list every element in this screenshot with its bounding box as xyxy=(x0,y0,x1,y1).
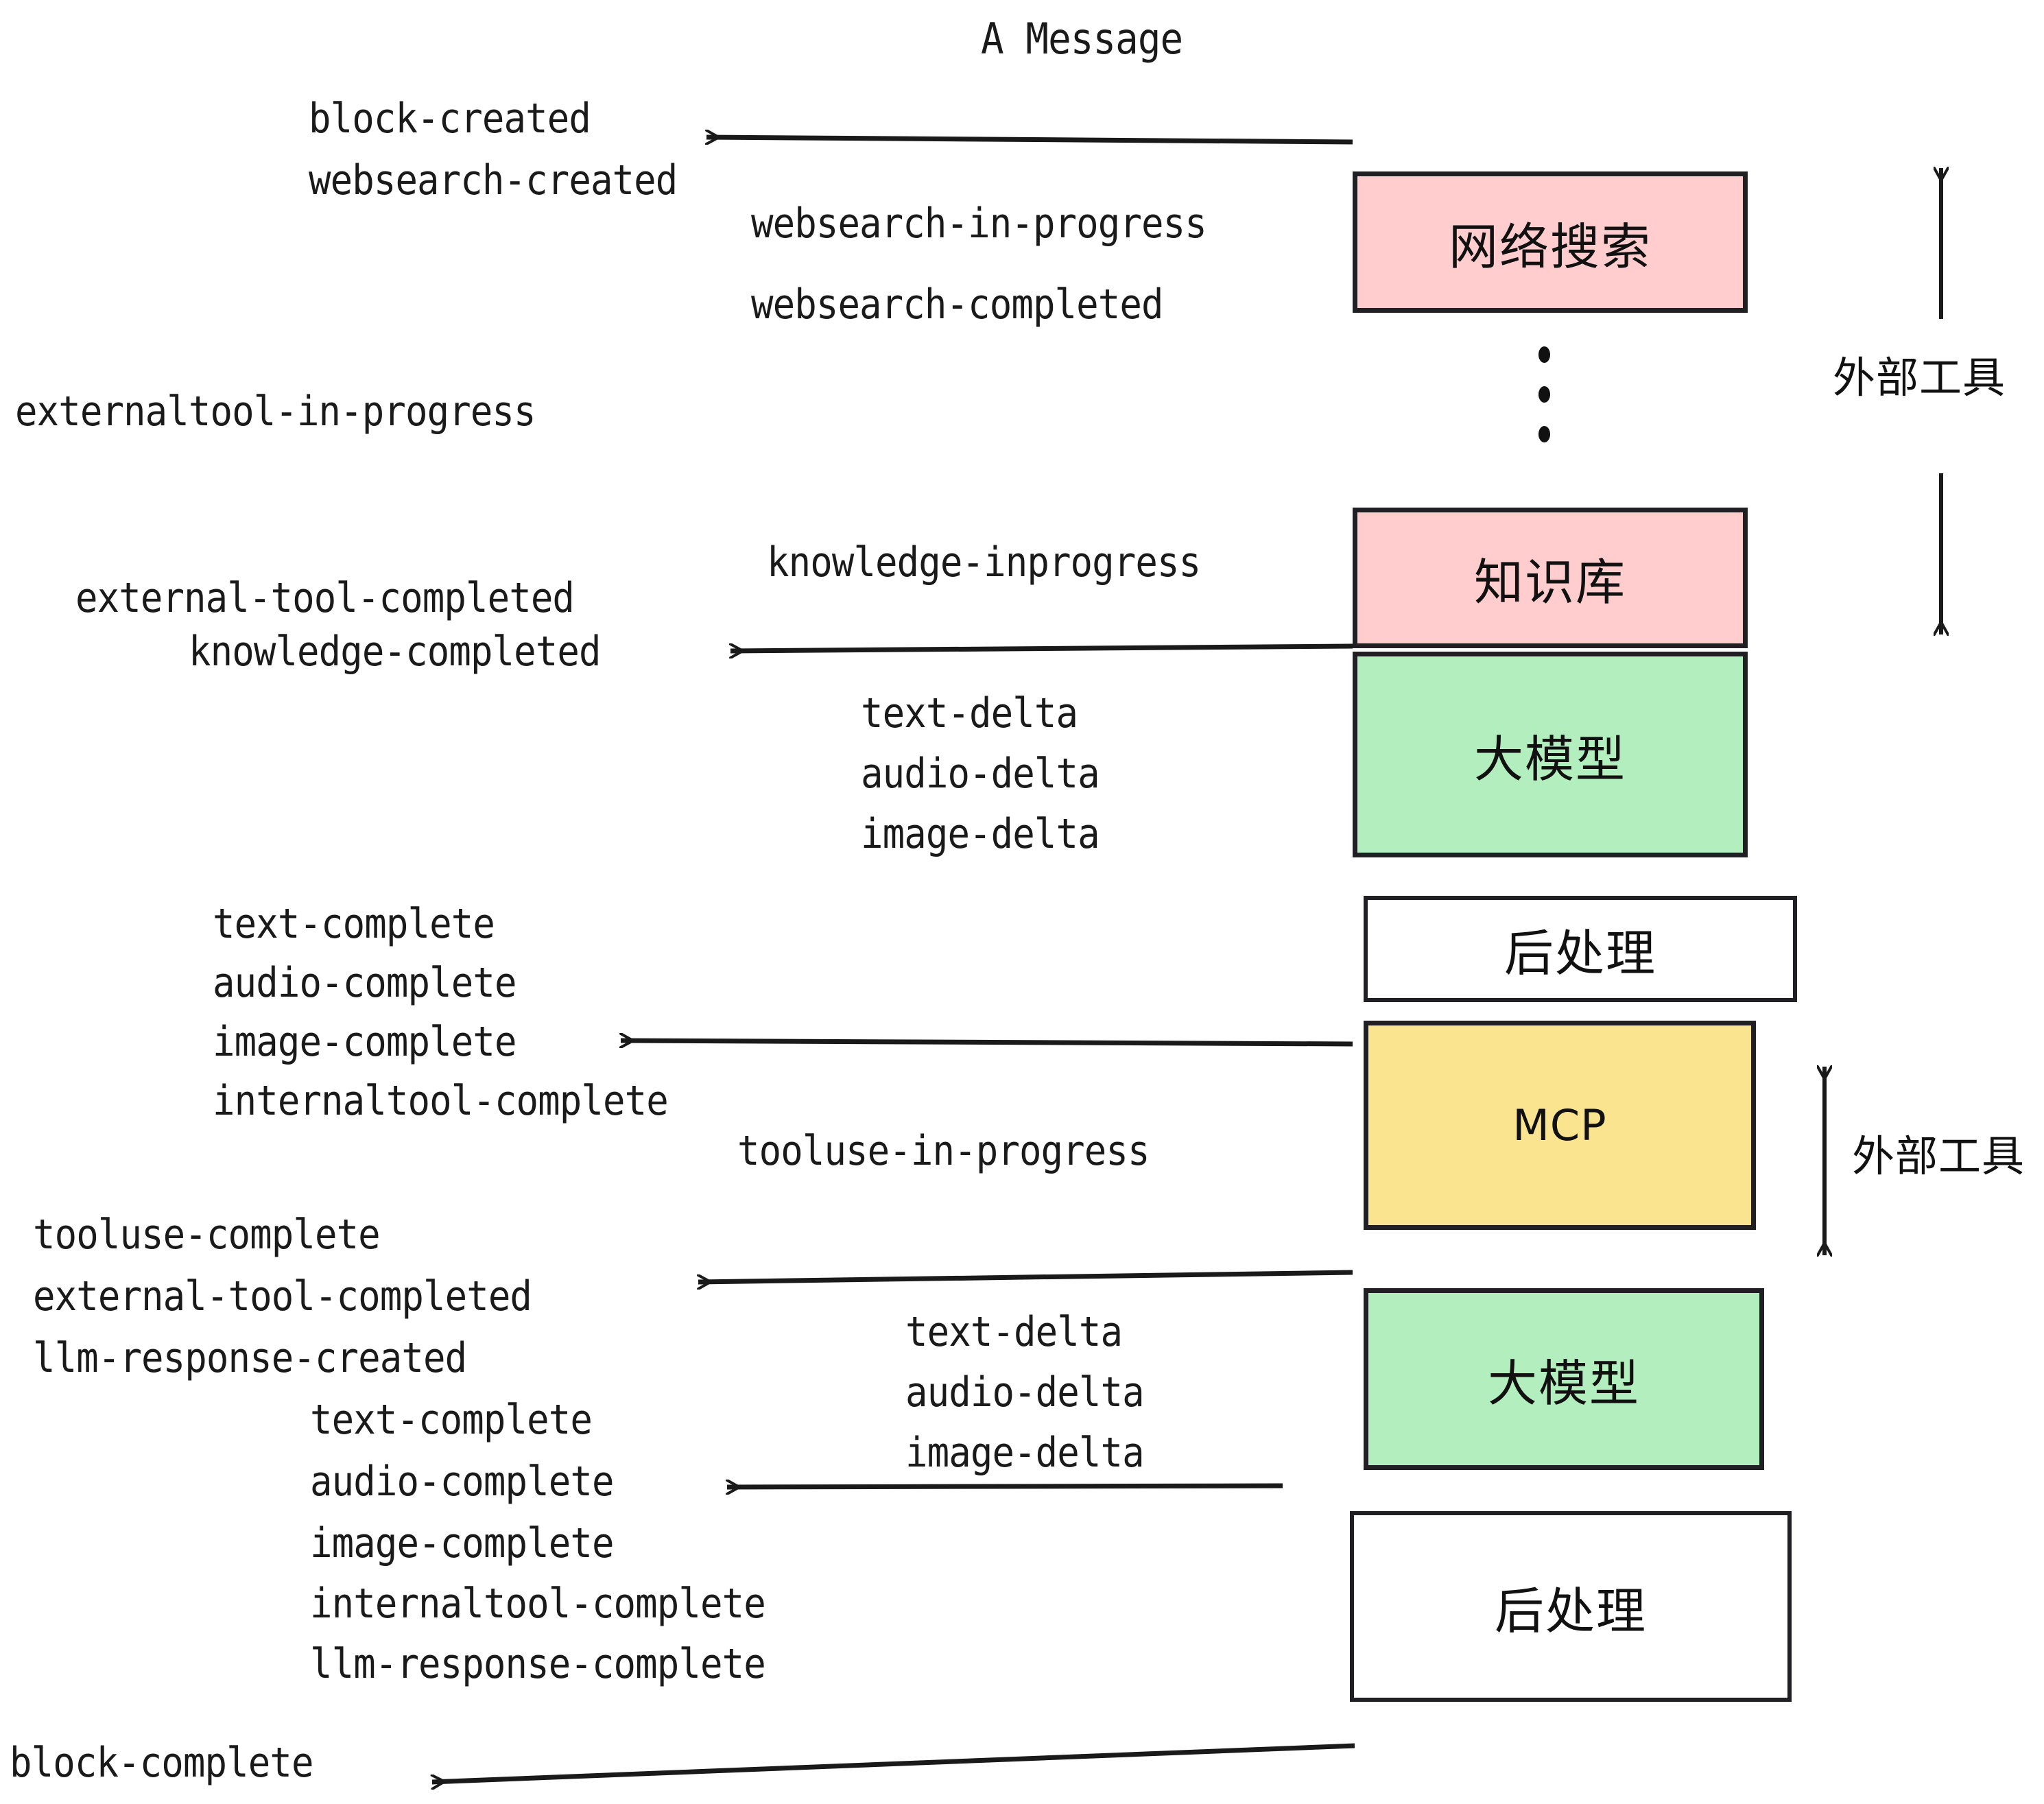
event-audio-complete-1: audio-complete xyxy=(213,959,516,1007)
event-externaltool-in-progress: externaltool-in-progress xyxy=(15,388,536,436)
node-knowledge: 知识库 xyxy=(1353,508,1748,648)
node-llm-2: 大模型 xyxy=(1364,1288,1764,1470)
node-postprocess-1-label: 后处理 xyxy=(1504,925,1656,982)
event-audio-delta-2: audio-delta xyxy=(905,1368,1145,1416)
event-image-delta-1: image-delta xyxy=(861,810,1100,858)
arrow-knowledge-to-completed xyxy=(730,646,1353,651)
node-knowledge-label: 知识库 xyxy=(1473,554,1626,611)
event-llm-response-complete: llm-response-complete xyxy=(310,1640,766,1688)
event-websearch-completed: websearch-completed xyxy=(751,281,1164,329)
arrow-mcp-to-tooluse-complete xyxy=(698,1270,1353,1282)
event-audio-complete-2: audio-complete xyxy=(310,1458,614,1506)
event-tooluse-complete: tooluse-complete xyxy=(33,1211,381,1259)
vertical-ellipsis xyxy=(1538,346,1550,442)
node-llm-2-label: 大模型 xyxy=(1487,1355,1640,1412)
event-internaltool-complete-2: internaltool-complete xyxy=(310,1580,766,1628)
node-mcp-label: MCP xyxy=(1512,1100,1607,1150)
event-audio-delta-1: audio-delta xyxy=(861,750,1100,798)
bracket-label-external-tool-top: 外部工具 xyxy=(1833,353,2006,403)
event-image-complete-2: image-complete xyxy=(310,1519,614,1567)
event-text-delta-2: text-delta xyxy=(905,1308,1123,1356)
node-mcp: MCP xyxy=(1364,1021,1756,1230)
event-block-complete: block-complete xyxy=(10,1739,313,1787)
event-image-delta-2: image-delta xyxy=(905,1429,1145,1477)
arrow-postprocess2-to-blockcomplete xyxy=(432,1743,1355,1782)
event-text-delta-1: text-delta xyxy=(861,689,1078,737)
node-postprocess-2-label: 后处理 xyxy=(1494,1582,1647,1640)
event-image-complete-1: image-complete xyxy=(213,1018,516,1066)
event-external-tool-completed-2: external-tool-completed xyxy=(33,1272,532,1320)
node-websearch: 网络搜索 xyxy=(1353,171,1748,313)
event-websearch-in-progress: websearch-in-progress xyxy=(751,200,1207,248)
event-knowledge-inprogress: knowledge-inprogress xyxy=(767,538,1201,586)
arrow-llm2-to-audiocomplete xyxy=(727,1486,1283,1487)
node-postprocess-2: 后处理 xyxy=(1350,1511,1792,1702)
event-internaltool-complete-1: internaltool-complete xyxy=(213,1077,669,1125)
node-llm-1-label: 大模型 xyxy=(1473,730,1626,788)
event-external-tool-completed: external-tool-completed xyxy=(75,574,575,622)
page-title: A Message xyxy=(981,14,1183,64)
event-websearch-created: websearch-created xyxy=(309,156,678,204)
arrow-websearch-to-blockcreated xyxy=(706,137,1353,142)
event-knowledge-completed: knowledge-completed xyxy=(189,628,602,676)
bracket-label-external-tool-bottom: 外部工具 xyxy=(1852,1131,2025,1181)
node-postprocess-1: 后处理 xyxy=(1364,896,1797,1002)
event-block-created: block-created xyxy=(309,95,591,143)
event-tooluse-in-progress: tooluse-in-progress xyxy=(737,1127,1150,1175)
node-llm-1: 大模型 xyxy=(1353,652,1748,857)
event-llm-response-created: llm-response-created xyxy=(33,1334,467,1382)
event-text-complete-1: text-complete xyxy=(213,900,495,948)
event-text-complete-2: text-complete xyxy=(310,1396,593,1444)
arrow-postprocess1-to-imagecomplete xyxy=(621,1041,1353,1044)
node-websearch-label: 网络搜索 xyxy=(1448,217,1652,276)
